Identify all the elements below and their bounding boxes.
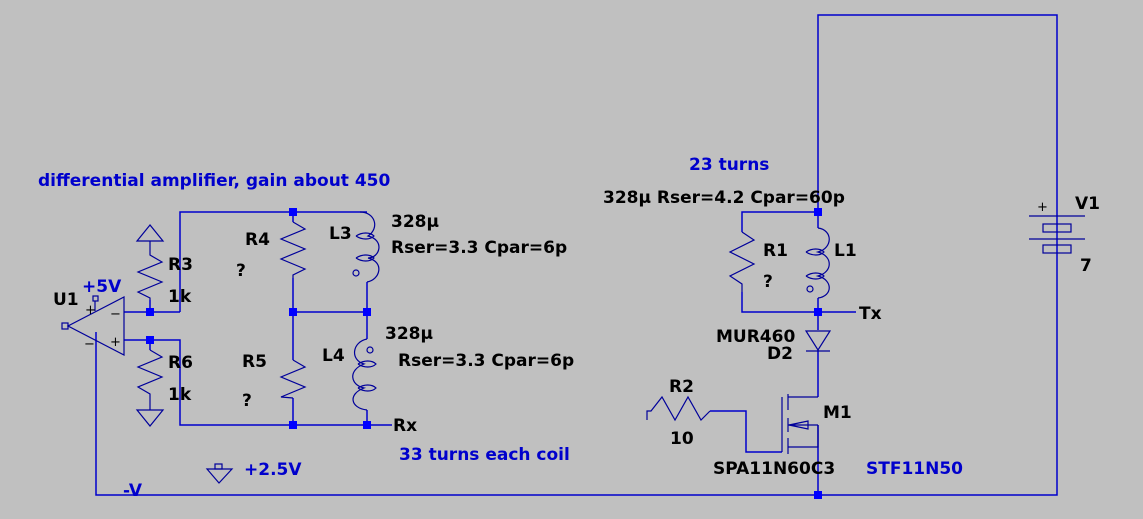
comment-rx-turns: 33 turns each coil [399, 445, 570, 465]
comment-mosfet-alt: STF11N50 [866, 459, 963, 479]
value-m1: SPA11N60C3 [713, 459, 835, 479]
value-l4: 328µ [385, 324, 433, 344]
resistor-r2[interactable] [646, 395, 711, 422]
opamp-vpos-sign: + [85, 303, 96, 318]
value-r5: ? [242, 391, 252, 411]
value-r3: 1k [168, 287, 192, 307]
label-vpos: +5V [82, 277, 122, 297]
label-r3: R3 [168, 255, 193, 275]
resistor-r1[interactable] [728, 231, 756, 292]
wire-r1-loop[interactable] [741, 211, 818, 232]
label-r4: R4 [245, 230, 270, 250]
label-r5: R5 [242, 352, 267, 372]
wire-r6-bottom[interactable] [150, 339, 392, 426]
opamp-inv-sign: − [110, 307, 121, 322]
battery-plus-sign: + [1037, 200, 1048, 215]
value-v1: 7 [1080, 256, 1092, 276]
label-l4: L4 [322, 346, 345, 366]
junction [146, 336, 154, 344]
ground-r6-icon [135, 409, 165, 427]
junction [363, 421, 371, 429]
ref-2v5-symbol[interactable] [205, 463, 234, 484]
label-r2: R2 [669, 377, 694, 397]
junction [289, 421, 297, 429]
opamp-noninv-sign: + [110, 335, 121, 350]
resistor-r6[interactable] [136, 349, 164, 410]
polarity-dot-icon [352, 269, 360, 277]
mosfet-m1[interactable] [781, 394, 819, 454]
inductor-l3[interactable] [352, 211, 380, 283]
value-r2: 10 [670, 429, 694, 449]
label-r6: R6 [168, 353, 193, 373]
diode-d2[interactable] [804, 330, 832, 352]
junction [814, 208, 822, 216]
comment-tx-turns: 23 turns [689, 155, 769, 175]
params-l4: Rser=3.3 Cpar=6p [398, 351, 574, 371]
ground-ref-r3-icon [135, 224, 165, 242]
wires [95, 14, 1058, 496]
junction [363, 308, 371, 316]
opamp-output-pin[interactable] [61, 322, 69, 330]
wire-r3-top[interactable] [179, 211, 367, 312]
wire-neg-rail[interactable] [95, 14, 1058, 496]
value-r4: ? [236, 261, 246, 281]
label-vneg: -V [123, 481, 143, 501]
junction [814, 491, 822, 499]
polarity-dot-icon [366, 346, 374, 354]
junction [146, 308, 154, 316]
value-r6: 1k [168, 385, 192, 405]
label-m1: M1 [823, 403, 852, 423]
inductor-l4[interactable] [352, 338, 377, 411]
junction [289, 208, 297, 216]
junctions [146, 208, 822, 499]
battery-v1[interactable] [1029, 215, 1085, 254]
net-label-ref: +2.5V [244, 460, 302, 480]
inductor-l1[interactable] [805, 227, 830, 299]
comment-amp-title: differential amplifier, gain about 450 [38, 171, 390, 191]
label-u1: U1 [53, 290, 79, 310]
net-label-rx: Rx [393, 416, 417, 436]
label-r1: R1 [763, 241, 788, 261]
wire-gate[interactable] [710, 410, 782, 453]
resistor-r5[interactable] [279, 359, 307, 399]
net-label-tx: Tx [859, 304, 882, 324]
value-r1: ? [763, 272, 773, 292]
value-d2: MUR460 [716, 327, 795, 347]
polarity-dot-icon [806, 285, 814, 293]
label-d2: D2 [767, 344, 793, 364]
junction [814, 308, 822, 316]
junction [289, 308, 297, 316]
opamp-u1[interactable] [61, 295, 125, 356]
wire-r1-bot[interactable] [741, 292, 856, 313]
label-v1: V1 [1075, 194, 1100, 214]
label-l3: L3 [329, 224, 352, 244]
resistor-r3[interactable] [136, 248, 164, 300]
resistor-r4[interactable] [279, 221, 307, 278]
opamp-vneg-sign: − [84, 337, 95, 352]
label-l1: L1 [834, 241, 857, 261]
params-l3: Rser=3.3 Cpar=6p [391, 238, 567, 258]
spec-l1: 328µ Rser=4.2 Cpar=60p [603, 188, 845, 208]
value-l3: 328µ [391, 212, 439, 232]
